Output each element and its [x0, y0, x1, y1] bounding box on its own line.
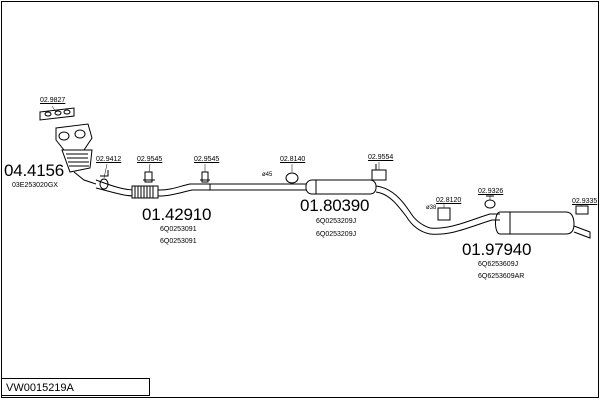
- part-p2-oem-1: 6Q0253091: [160, 226, 197, 233]
- accessory-a3-ref: 02.9545: [137, 156, 163, 163]
- accessory-a2-ref: 02.9412: [96, 156, 122, 163]
- front-pipe-shape: [95, 179, 211, 199]
- part-p4-oem-1: 6Q6253609J: [478, 261, 519, 268]
- part-p2-oem-2: 6Q0253091: [160, 238, 197, 245]
- part-p4-oem-2: 6Q6253609AR: [478, 273, 525, 280]
- rear-pipe-shape: [429, 213, 500, 235]
- accessory-a8-ref: 02.9326: [478, 188, 504, 195]
- accessory-a6-ref: 02.9554: [368, 154, 394, 161]
- accessory-a5-ref: 02.8140: [280, 156, 306, 163]
- clamp-a7-shape: [437, 207, 451, 221]
- accessory-a7-ref: 02.8120: [436, 197, 462, 204]
- part-p3-oem-2: 6Q0253209J: [316, 231, 357, 238]
- clamp-a4-shape: [200, 171, 210, 183]
- diagram-code: VW0015219A: [2, 378, 150, 396]
- hanger-a6-shape: [371, 164, 387, 181]
- hanger-a9-shape: [575, 205, 589, 215]
- part-p3-oem-1: 6Q0253209J: [316, 218, 357, 225]
- accessory-a1-ref: 02.9827: [40, 97, 66, 104]
- gasket-a1-shape: [39, 107, 75, 121]
- part-p4-number: 01.97940: [462, 240, 532, 259]
- pipe-diameter-d1: ø45: [262, 172, 273, 178]
- rear-silencer-shape: [495, 211, 591, 239]
- part-p2-number: 01.42910: [142, 205, 212, 224]
- gasket-a2-shape: [99, 170, 109, 190]
- part-p1-oem-1: 03E253020GX: [12, 182, 58, 189]
- part-p1-number: 04.4156: [4, 161, 65, 180]
- hanger-a5-shape: [284, 172, 300, 185]
- clamp-a3-shape: [143, 171, 155, 183]
- middle-pipe-shape: [210, 183, 306, 191]
- part-p3-number: 01.80390: [300, 196, 370, 215]
- accessory-a9-ref: 02.9335: [572, 198, 598, 205]
- leader-lines: [51, 105, 582, 208]
- catalytic-converter-shape: [55, 123, 97, 185]
- accessory-a4-ref: 02.9545: [194, 156, 220, 163]
- center-silencer-shape: [305, 179, 431, 235]
- pipe-diameter-d2: ø38: [426, 205, 437, 211]
